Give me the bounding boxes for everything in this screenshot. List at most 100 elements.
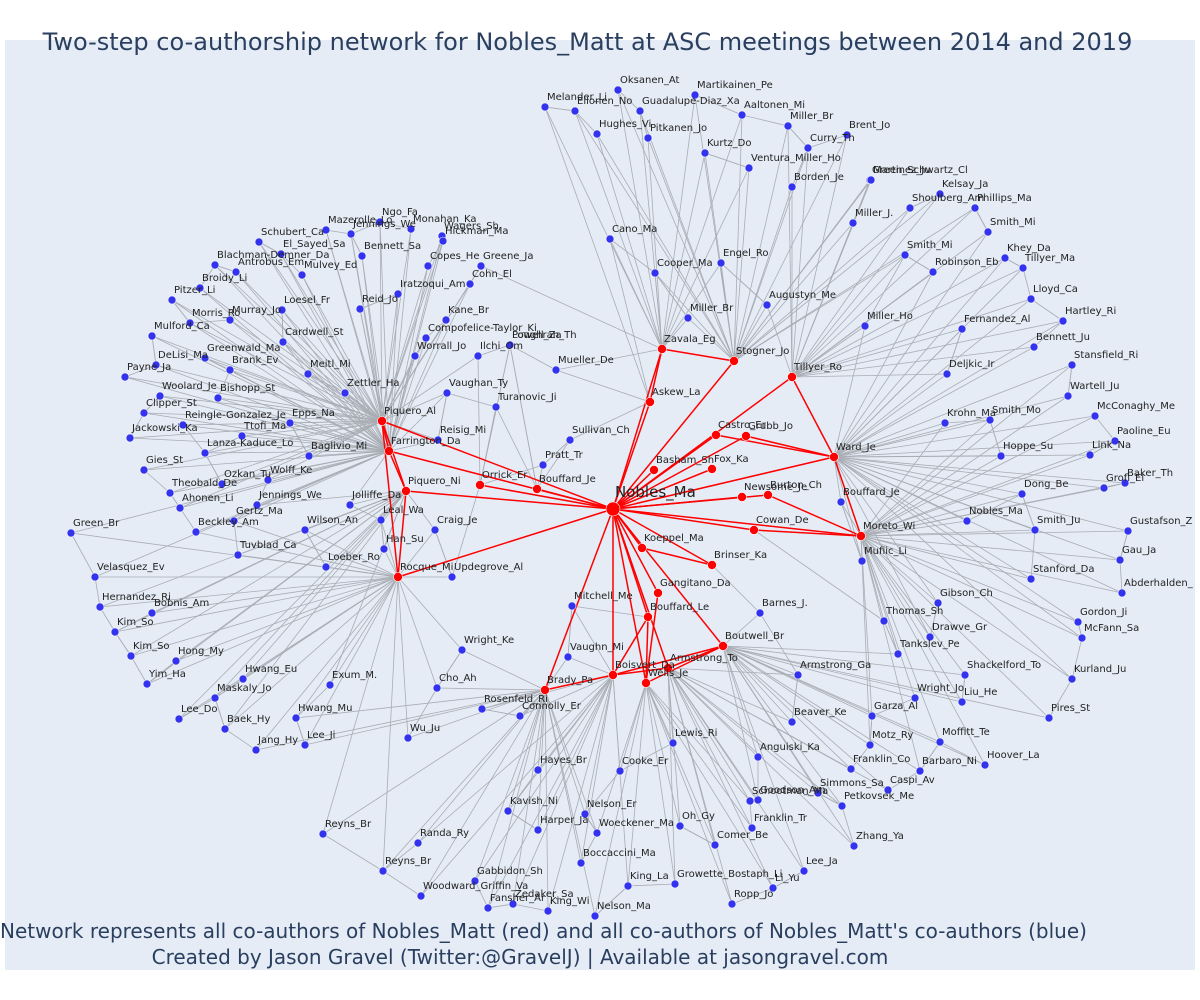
second-degree-node[interactable]: [580, 809, 590, 819]
second-degree-node[interactable]: [836, 497, 846, 507]
second-degree-node[interactable]: [147, 331, 157, 341]
second-degree-node[interactable]: [570, 106, 580, 116]
second-degree-node[interactable]: [200, 353, 210, 363]
coauthor-node[interactable]: [856, 531, 866, 541]
second-degree-node[interactable]: [900, 250, 910, 260]
second-degree-node[interactable]: [1044, 713, 1054, 723]
second-degree-node[interactable]: [613, 85, 623, 95]
second-degree-node[interactable]: [357, 251, 367, 261]
second-degree-node[interactable]: [171, 656, 181, 666]
second-degree-node[interactable]: [567, 601, 577, 611]
coauthor-node[interactable]: [643, 612, 653, 622]
second-degree-node[interactable]: [942, 369, 952, 379]
second-degree-node[interactable]: [1017, 489, 1027, 499]
second-degree-node[interactable]: [233, 550, 243, 560]
second-degree-node[interactable]: [95, 602, 105, 612]
second-degree-node[interactable]: [421, 333, 431, 343]
second-degree-node[interactable]: [213, 393, 223, 403]
second-degree-node[interactable]: [297, 270, 307, 280]
second-degree-node[interactable]: [933, 598, 943, 608]
second-degree-node[interactable]: [1123, 526, 1133, 536]
center-node[interactable]: [605, 501, 621, 517]
second-degree-node[interactable]: [605, 234, 615, 244]
second-degree-node[interactable]: [940, 418, 950, 428]
coauthor-node[interactable]: [532, 484, 542, 494]
second-degree-node[interactable]: [379, 544, 389, 554]
second-degree-node[interactable]: [465, 279, 475, 289]
second-degree-node[interactable]: [1029, 342, 1039, 352]
second-degree-node[interactable]: [635, 106, 645, 116]
coauthor-node[interactable]: [475, 480, 485, 490]
second-degree-node[interactable]: [727, 899, 737, 909]
second-degree-node[interactable]: [935, 189, 945, 199]
second-degree-node[interactable]: [185, 318, 195, 328]
second-degree-node[interactable]: [538, 460, 548, 470]
second-degree-node[interactable]: [783, 121, 793, 131]
second-degree-node[interactable]: [745, 796, 755, 806]
second-degree-node[interactable]: [592, 129, 602, 139]
second-degree-node[interactable]: [503, 806, 513, 816]
second-degree-node[interactable]: [90, 572, 100, 582]
second-degree-node[interactable]: [447, 572, 457, 582]
second-degree-node[interactable]: [225, 315, 235, 325]
second-degree-node[interactable]: [846, 764, 856, 774]
second-degree-node[interactable]: [238, 674, 248, 684]
second-degree-node[interactable]: [477, 704, 487, 714]
second-degree-node[interactable]: [210, 693, 220, 703]
coauthor-node[interactable]: [393, 572, 403, 582]
second-degree-node[interactable]: [893, 649, 903, 659]
second-degree-node[interactable]: [879, 616, 889, 626]
second-degree-node[interactable]: [403, 733, 413, 743]
second-degree-node[interactable]: [321, 225, 331, 235]
second-degree-node[interactable]: [438, 236, 448, 246]
second-degree-node[interactable]: [768, 883, 778, 893]
second-degree-node[interactable]: [980, 760, 990, 770]
second-degree-node[interactable]: [860, 321, 870, 331]
second-degree-node[interactable]: [375, 217, 385, 227]
second-degree-node[interactable]: [457, 645, 467, 655]
second-degree-node[interactable]: [675, 821, 685, 831]
second-degree-node[interactable]: [533, 825, 543, 835]
second-degree-node[interactable]: [1099, 483, 1109, 493]
second-degree-node[interactable]: [1067, 674, 1077, 684]
second-degree-node[interactable]: [866, 175, 876, 185]
second-degree-node[interactable]: [925, 632, 935, 642]
second-degree-node[interactable]: [1026, 294, 1036, 304]
second-degree-node[interactable]: [842, 130, 852, 140]
second-degree-node[interactable]: [300, 740, 310, 750]
second-degree-node[interactable]: [155, 391, 165, 401]
second-degree-node[interactable]: [563, 652, 573, 662]
second-degree-node[interactable]: [303, 369, 313, 379]
coauthor-node[interactable]: [711, 430, 721, 440]
second-degree-node[interactable]: [957, 697, 967, 707]
second-degree-node[interactable]: [515, 711, 525, 721]
second-degree-node[interactable]: [195, 283, 205, 293]
second-degree-node[interactable]: [276, 249, 286, 259]
second-degree-node[interactable]: [508, 899, 518, 909]
second-degree-node[interactable]: [985, 415, 995, 425]
second-degree-node[interactable]: [285, 418, 295, 428]
second-degree-node[interactable]: [883, 785, 893, 795]
second-degree-node[interactable]: [476, 261, 486, 271]
second-degree-node[interactable]: [837, 801, 847, 811]
second-degree-node[interactable]: [231, 267, 241, 277]
second-degree-node[interactable]: [533, 765, 543, 775]
second-degree-node[interactable]: [505, 340, 515, 350]
second-degree-node[interactable]: [865, 740, 875, 750]
second-degree-node[interactable]: [300, 525, 310, 535]
second-degree-node[interactable]: [744, 163, 754, 173]
second-degree-node[interactable]: [915, 766, 925, 776]
coauthor-node[interactable]: [657, 344, 667, 354]
second-degree-node[interactable]: [393, 289, 403, 299]
second-degree-node[interactable]: [650, 268, 660, 278]
second-degree-node[interactable]: [432, 683, 442, 693]
second-degree-node[interactable]: [935, 737, 945, 747]
second-degree-node[interactable]: [668, 738, 678, 748]
coauthor-node[interactable]: [718, 641, 728, 651]
second-degree-node[interactable]: [799, 866, 809, 876]
coauthor-node[interactable]: [707, 464, 717, 474]
second-degree-node[interactable]: [178, 420, 188, 430]
second-degree-node[interactable]: [410, 351, 420, 361]
second-degree-node[interactable]: [1120, 478, 1130, 488]
second-degree-node[interactable]: [110, 627, 120, 637]
